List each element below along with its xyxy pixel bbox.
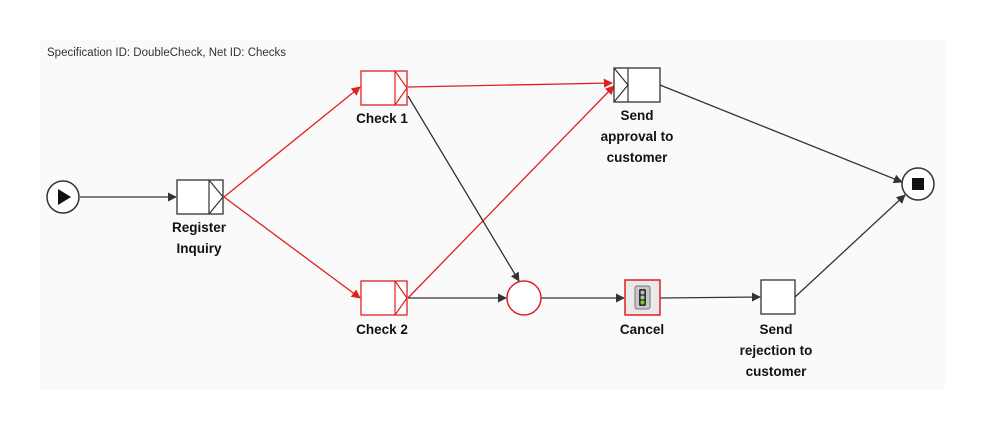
- task-send-approval[interactable]: Send approval to customer: [601, 67, 674, 165]
- task-check-2[interactable]: Check 2: [356, 280, 408, 337]
- start-condition[interactable]: [46, 180, 80, 214]
- play-icon: [58, 189, 71, 205]
- task-label-cancel: Cancel: [620, 322, 664, 337]
- flow-register-to-check1: [223, 86, 361, 198]
- split-icon: [394, 70, 408, 106]
- traffic-light-icon: [634, 285, 651, 310]
- task-register-inquiry[interactable]: Register Inquiry: [172, 179, 227, 256]
- task-label-approval-3: customer: [607, 150, 669, 165]
- flow-approval-to-end: [659, 84, 903, 184]
- join-icon: [613, 67, 629, 103]
- condition-place[interactable]: [506, 280, 542, 316]
- task-label-rejection-3: customer: [746, 364, 808, 379]
- flow-arcs: [80, 78, 906, 303]
- task-send-rejection[interactable]: Send rejection to customer: [740, 279, 813, 379]
- task-cancel[interactable]: Cancel: [620, 279, 664, 337]
- task-label-rejection-1: Send: [759, 322, 792, 337]
- and-split-icon: [208, 179, 224, 215]
- task-label-approval-2: approval to: [601, 129, 674, 144]
- specification-header: Specification ID: DoubleCheck, Net ID: C…: [47, 47, 287, 59]
- flow-cancel-to-rejection: [659, 292, 761, 302]
- task-check-1[interactable]: Check 1: [356, 70, 408, 126]
- flow-check1-to-condition: [407, 95, 520, 282]
- task-label-check-1: Check 1: [356, 111, 408, 126]
- end-condition[interactable]: [901, 167, 935, 201]
- task-label-rejection-2: rejection to: [740, 343, 813, 358]
- task-label-register-2: Inquiry: [176, 241, 221, 256]
- flow-check2-to-approval: [407, 85, 615, 299]
- flow-rejection-to-end: [794, 194, 906, 298]
- flow-register-to-check2: [223, 196, 361, 299]
- stop-icon: [912, 178, 924, 190]
- task-label-check-2: Check 2: [356, 322, 408, 337]
- task-label-approval-1: Send: [620, 108, 653, 123]
- flow-check1-to-approval: [407, 78, 613, 88]
- split-icon: [394, 280, 408, 316]
- diagram-canvas: [40, 40, 945, 390]
- task-label-register-1: Register: [172, 220, 227, 235]
